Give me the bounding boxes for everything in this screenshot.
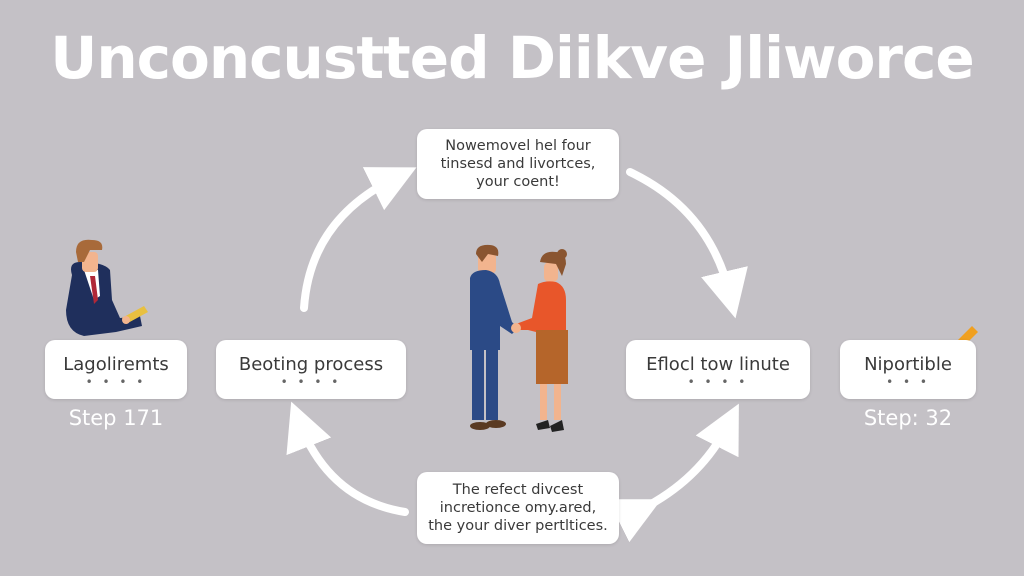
node-left[interactable]: Lagoliremts • • • • bbox=[45, 340, 187, 399]
arrow-bidirectional-icon bbox=[607, 403, 739, 543]
arrow-down-right-icon bbox=[626, 168, 748, 319]
node-center-left-label: Beoting process bbox=[238, 353, 384, 375]
node-center-right-dots: • • • • bbox=[687, 374, 749, 389]
node-right[interactable]: Niportible • • • bbox=[840, 340, 976, 399]
node-right-label: Niportible bbox=[864, 353, 952, 375]
node-center-left[interactable]: Beoting process • • • • bbox=[216, 340, 406, 399]
step-right: Step: 32 bbox=[863, 406, 953, 430]
top-note-card: Nowemovel hel four tinsesd and livortces… bbox=[417, 129, 619, 199]
node-left-label: Lagoliremts bbox=[63, 353, 169, 375]
arrow-bottom-left-icon bbox=[286, 401, 409, 516]
bottom-note-card: The refect divcest incretionce omy.ared,… bbox=[417, 472, 619, 544]
node-center-right[interactable]: Eflocl tow linute • • • • bbox=[626, 340, 810, 399]
node-left-dots: • • • • bbox=[85, 374, 147, 389]
arrow-up-left-icon bbox=[300, 167, 417, 312]
bottom-note-text: The refect divcest incretionce omy.ared,… bbox=[428, 482, 608, 534]
node-center-left-dots: • • • • bbox=[280, 374, 342, 389]
node-right-dots: • • • bbox=[886, 374, 930, 389]
top-note-text: Nowemovel hel four tinsesd and livortces… bbox=[440, 138, 596, 190]
page-title: Unconcustted Diikve Jliworce bbox=[50, 24, 975, 92]
node-center-right-label: Eflocl tow linute bbox=[646, 353, 790, 375]
step-left: Step 171 bbox=[68, 406, 164, 430]
